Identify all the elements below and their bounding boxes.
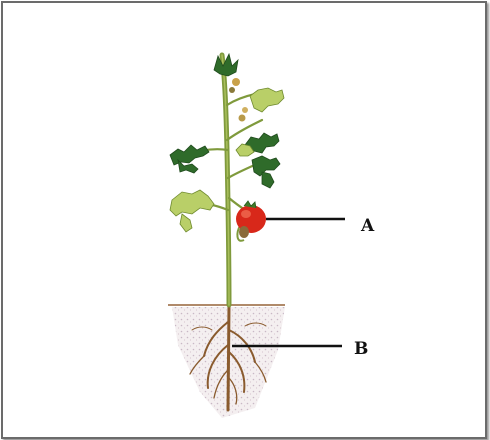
label-b: B [354, 339, 368, 359]
label-a: A [361, 216, 374, 236]
